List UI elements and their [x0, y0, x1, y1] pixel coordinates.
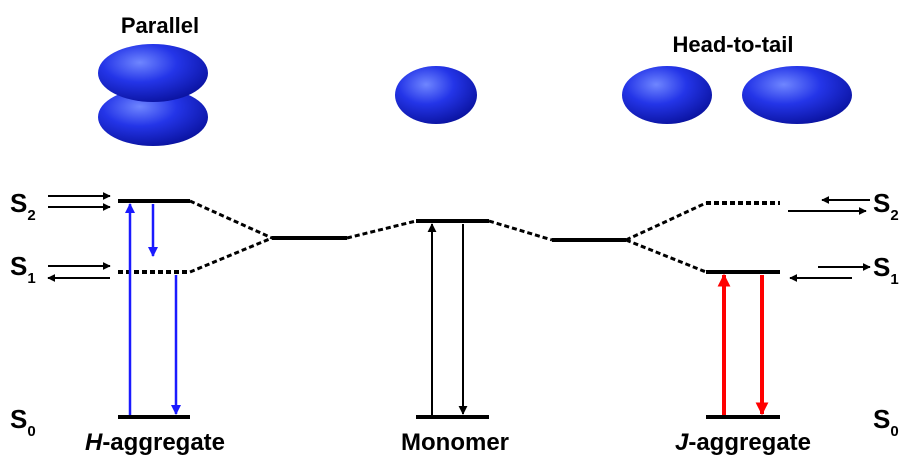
parallel-molecule-bottom	[98, 88, 208, 146]
head-to-tail-molecule-right	[742, 66, 852, 124]
connector-j-s2	[625, 201, 707, 242]
left-s2-label: S2	[10, 188, 36, 224]
left-s1-label: S1	[10, 251, 36, 287]
connector-j-s1	[625, 238, 707, 274]
right-s0-label: S0	[873, 404, 899, 440]
head-to-tail-label: Head-to-tail	[673, 32, 794, 57]
monomer-molecule	[395, 66, 477, 124]
connector-h-s2	[189, 199, 273, 240]
left-s0-label: S0	[10, 404, 36, 440]
monomer-label: Monomer	[401, 429, 509, 455]
right-s1-label: S1	[873, 252, 899, 288]
head-to-tail-molecule-left	[622, 66, 712, 124]
parallel-molecule-top	[98, 44, 208, 102]
j-aggregate-label: J-aggregate	[675, 429, 811, 455]
connector-h-s1	[189, 236, 273, 274]
right-s2-label: S2	[873, 188, 899, 224]
connector-monomer-right	[488, 219, 553, 242]
connector-left-monomer	[346, 219, 417, 240]
h-aggregate-label: H-aggregate	[85, 429, 225, 455]
parallel-label: Parallel	[121, 13, 199, 38]
